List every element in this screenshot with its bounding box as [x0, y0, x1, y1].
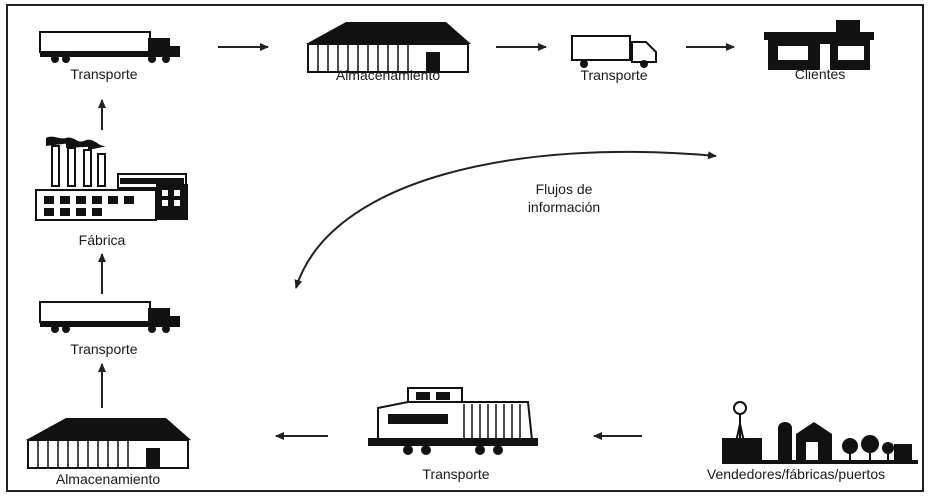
farm-icon: [722, 401, 918, 464]
delivery-truck-icon: [571, 35, 657, 68]
factory-icon: [35, 136, 188, 221]
label-transporte-left-mid: Transporte: [70, 341, 138, 357]
label-transporte-top-left: Transporte: [70, 66, 138, 82]
information-flow-line2: información: [527, 199, 601, 215]
information-flow-line1: Flujos de: [535, 181, 593, 197]
truck-icon: [39, 301, 180, 333]
information-flow-label: Flujos de información: [528, 180, 600, 216]
locomotive-icon: [368, 387, 538, 455]
warehouse-icon: [26, 418, 191, 469]
warehouse-icon: [306, 22, 471, 73]
label-transporte-top-mid: Transporte: [580, 67, 648, 83]
label-vendedores: Vendedores/fábricas/puertos: [706, 466, 886, 482]
label-fabrica: Fábrica: [78, 232, 126, 248]
store-icon: [764, 20, 874, 70]
label-clientes: Clientes: [794, 66, 846, 82]
information-flow-arrow: [294, 150, 717, 289]
truck-icon: [39, 31, 180, 63]
label-almacenamiento-bottom: Almacenamiento: [55, 471, 161, 487]
label-almacenamiento-top: Almacenamiento: [335, 67, 441, 83]
label-transporte-bottom: Transporte: [422, 466, 490, 482]
